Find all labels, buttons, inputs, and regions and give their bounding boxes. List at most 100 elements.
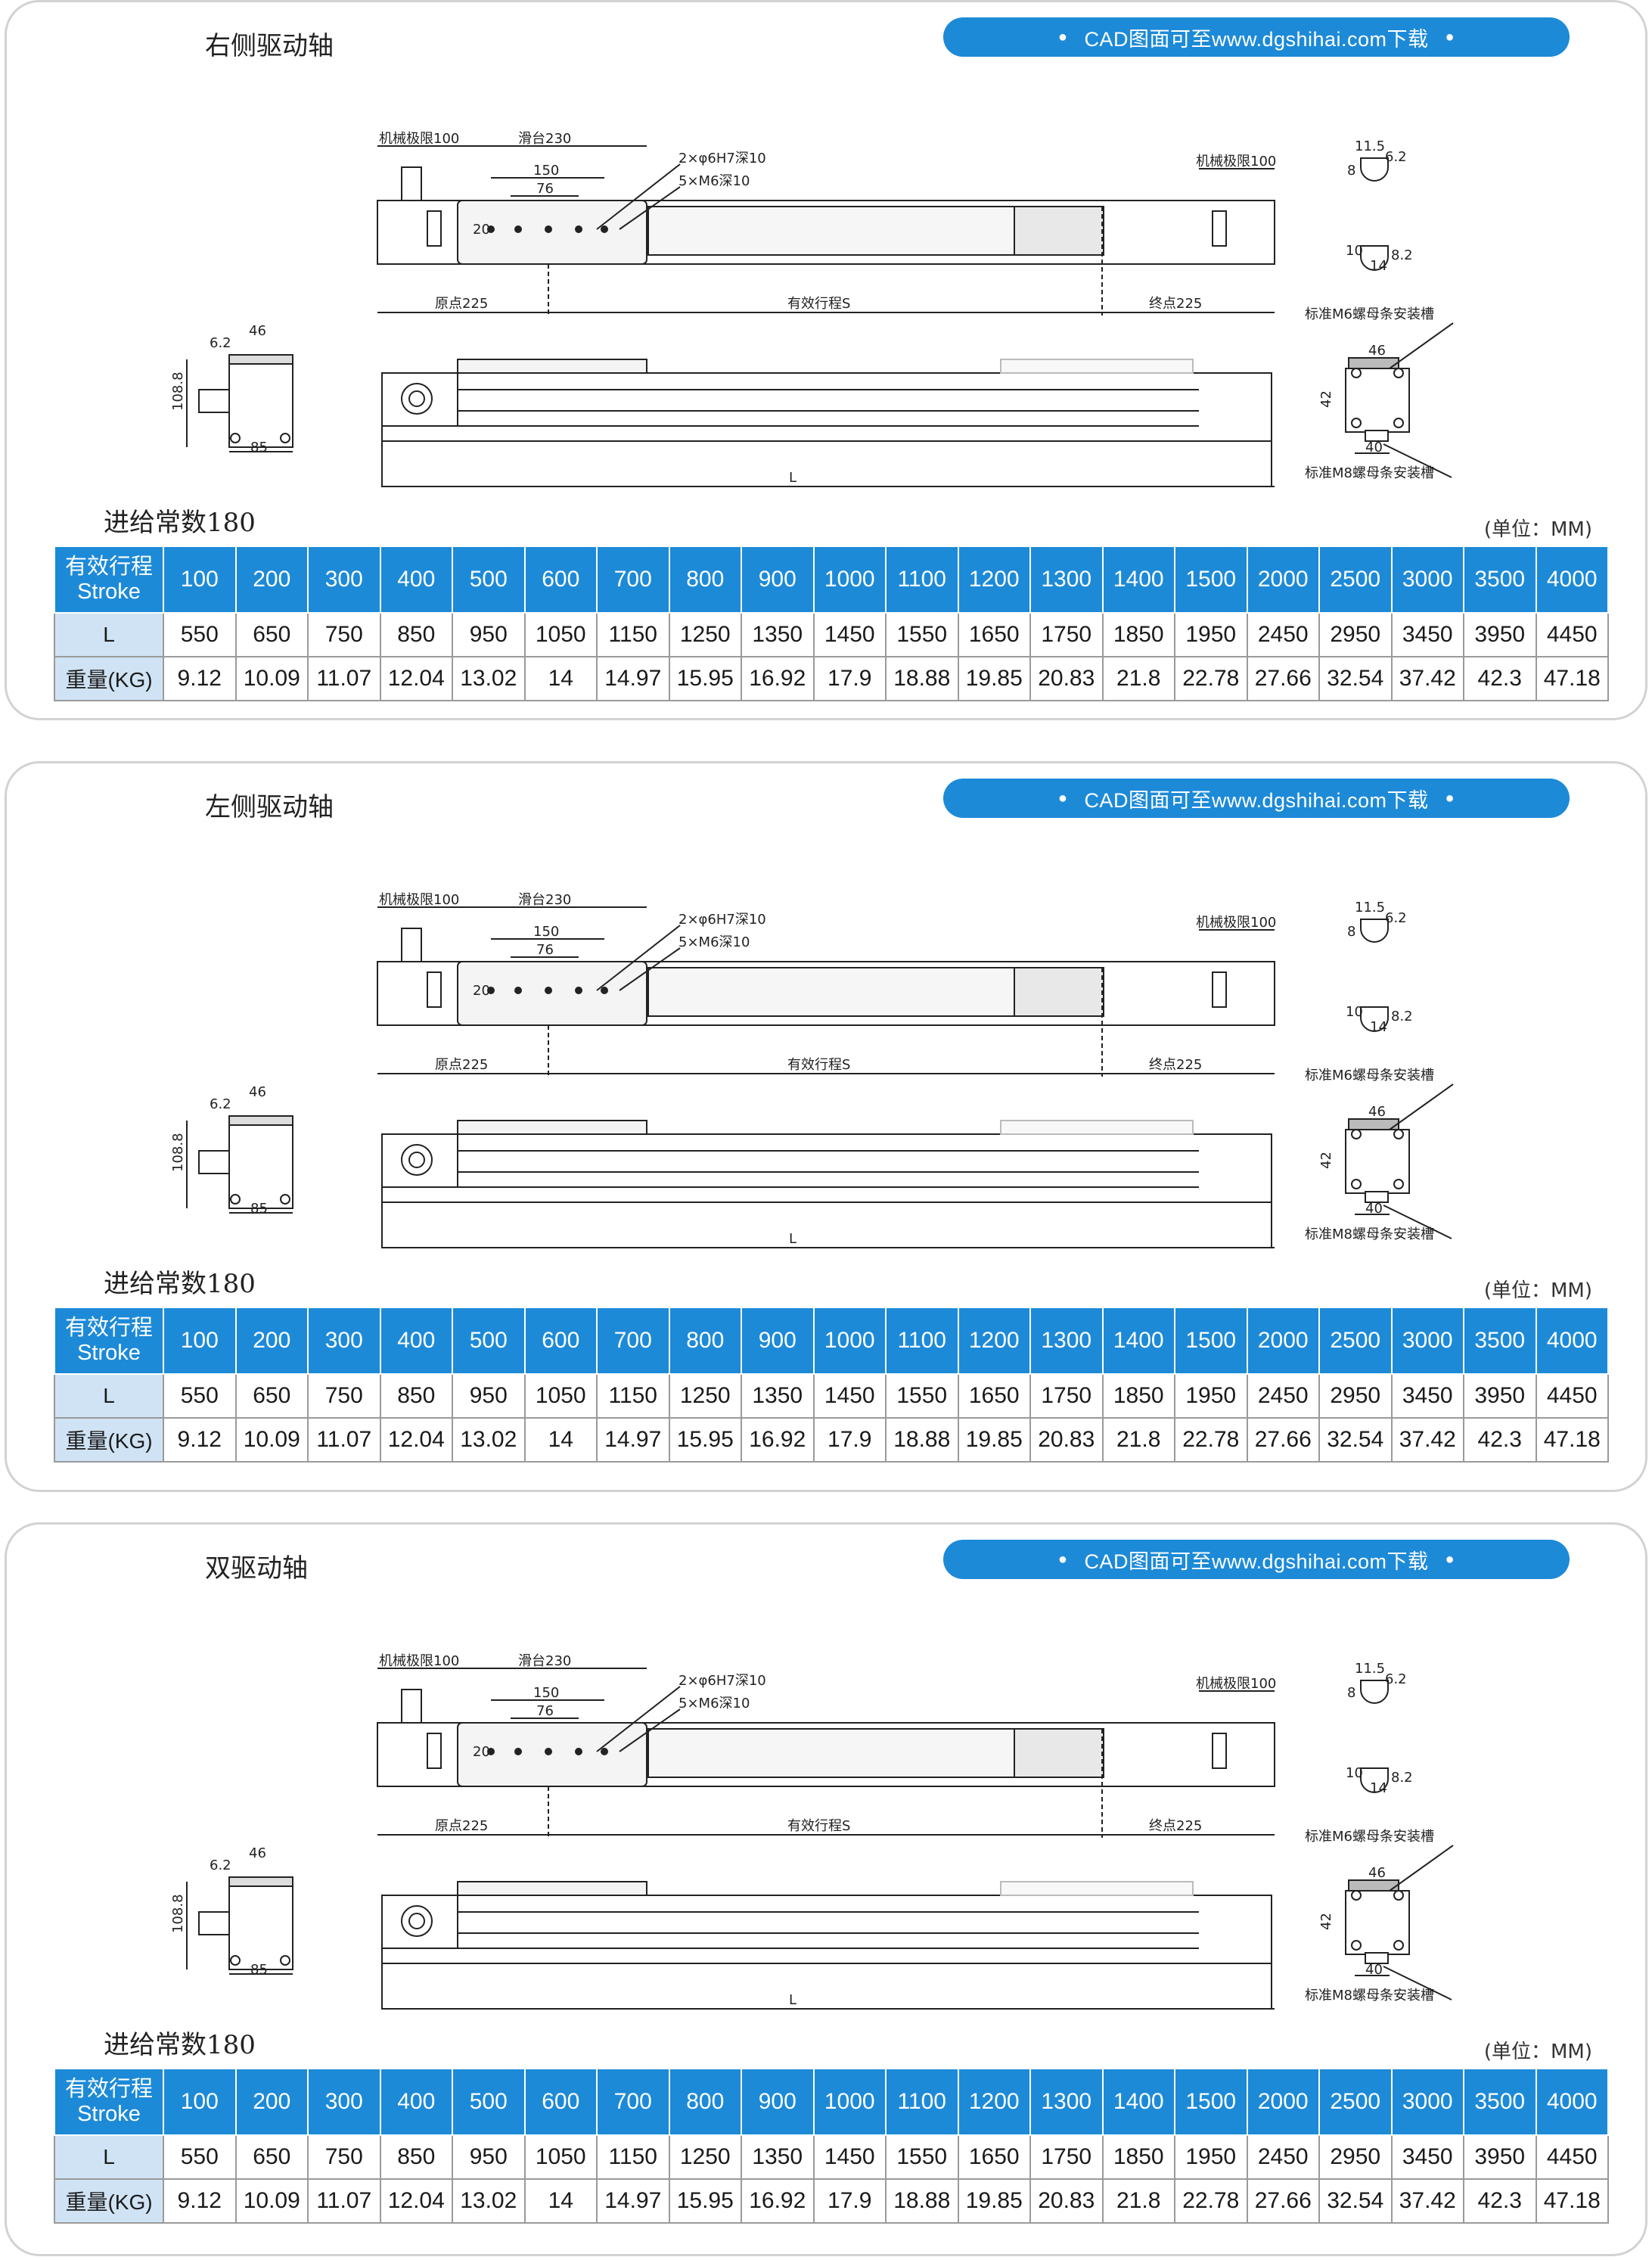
- drawing-label: 滑台230: [518, 1653, 571, 1669]
- stroke-header-cn: 有效行程: [64, 2076, 153, 2101]
- drawing-label: 14: [1370, 1780, 1387, 1796]
- drawing-label: 6.2: [1385, 910, 1407, 926]
- drawing-label: 108.8: [170, 1894, 186, 1933]
- drawing-label: L: [789, 1992, 796, 2008]
- stroke-cell: 300: [307, 2068, 381, 2136]
- stroke-cell: 200: [234, 1307, 309, 1375]
- weight-cell: 17.9: [812, 2178, 887, 2224]
- weight-cell: 32.54: [1318, 2178, 1393, 2224]
- drawing-label: L: [789, 470, 796, 486]
- drawing-label: 85: [250, 440, 268, 455]
- section-right-drive: 右侧驱动轴 ● CAD图面可至www.dgshihai.com下载 ●: [5, 0, 1647, 720]
- bullet-icon: ●: [1057, 789, 1068, 807]
- stroke-cell: 3500: [1463, 2068, 1537, 2136]
- stroke-cell: 400: [379, 546, 453, 614]
- stroke-cell: 1200: [957, 2068, 1031, 2136]
- weight-cell: 14: [523, 656, 598, 701]
- stroke-cell: 1100: [885, 2068, 959, 2136]
- stroke-cell: 100: [163, 546, 237, 614]
- drawing-label: 6.2: [210, 1096, 231, 1112]
- drawing-label: 标准M6螺母条安装槽: [1305, 1068, 1434, 1083]
- drawing-label: 8.2: [1391, 1770, 1413, 1786]
- drawing-label: 8: [1347, 1685, 1355, 1701]
- weight-cell: 22.78: [1174, 1417, 1248, 1463]
- weight-cell: 47.18: [1535, 656, 1609, 701]
- drawing-label: 机械极限100: [379, 1653, 459, 1669]
- drawing-label: 终点225: [1149, 296, 1202, 312]
- drawing-label: 滑台230: [518, 892, 571, 908]
- stroke-cell: 400: [379, 2068, 453, 2136]
- cad-download-text: CAD图面可至www.dgshihai.com下载: [1084, 1550, 1429, 1573]
- weight-cell: 10.09: [234, 1417, 309, 1463]
- drawing-label: 机械极限100: [1196, 1676, 1276, 1692]
- weight-cell: 32.54: [1318, 1417, 1393, 1463]
- weight-cell: 11.07: [307, 2178, 381, 2224]
- section-title: 左侧驱动轴: [205, 792, 334, 822]
- stroke-cell: 200: [234, 2068, 309, 2136]
- length-cell: 1150: [596, 2134, 670, 2180]
- length-cell: 1650: [957, 612, 1031, 657]
- drawing-label: 2×φ6H7深10: [678, 1673, 766, 1689]
- length-cell: 3950: [1463, 1373, 1537, 1419]
- length-cell: 950: [452, 1373, 526, 1419]
- length-cell: 650: [234, 2134, 309, 2180]
- stroke-header-en: Stroke: [77, 2102, 141, 2126]
- length-header: L: [54, 1373, 164, 1419]
- drawing-label: 原点225: [435, 296, 488, 312]
- weight-cell: 21.8: [1101, 656, 1175, 701]
- drawing-label: 14: [1370, 258, 1387, 274]
- weight-cell: 37.42: [1390, 2178, 1464, 2224]
- section-left-drive: 左侧驱动轴 ● CAD图面可至www.dgshihai.com下载 ●: [5, 761, 1647, 1492]
- technical-drawing: 机械极限100 滑台230 2×φ6H7深10 5×M6深10 150 76 2…: [170, 892, 1454, 1248]
- stroke-cell: 1300: [1029, 546, 1104, 614]
- technical-drawing: 机械极限100 滑台230 2×φ6H7深10 5×M6深10 150 76 2…: [170, 131, 1454, 487]
- drawing-label: 40: [1365, 1962, 1383, 1978]
- length-cell: 2450: [1246, 1373, 1320, 1419]
- weight-cell: 18.88: [885, 1417, 959, 1463]
- drawing-label: 5×M6深10: [678, 934, 750, 950]
- drawing-label: 原点225: [435, 1057, 488, 1073]
- length-cell: 1550: [885, 2134, 959, 2180]
- weight-cell: 14.97: [596, 656, 670, 701]
- weight-cell: 16.92: [741, 656, 815, 701]
- length-cell: 2450: [1246, 2134, 1320, 2180]
- stroke-cell: 3500: [1463, 1307, 1537, 1375]
- length-cell: 550: [163, 1373, 237, 1419]
- stroke-cell: 1400: [1101, 546, 1175, 614]
- drawing-label: 6.2: [210, 335, 231, 351]
- cad-download-link[interactable]: ● CAD图面可至www.dgshihai.com下载 ●: [943, 779, 1570, 818]
- drawing-label: 76: [536, 942, 554, 958]
- length-cell: 850: [379, 1373, 453, 1419]
- weight-cell: 9.12: [163, 1417, 237, 1463]
- stroke-cell: 1400: [1101, 2068, 1175, 2136]
- length-cell: 1350: [741, 2134, 815, 2180]
- drawing-label: 6.2: [1385, 1671, 1407, 1687]
- cad-download-link[interactable]: ● CAD图面可至www.dgshihai.com下载 ●: [943, 1540, 1570, 1579]
- length-cell: 550: [163, 612, 237, 657]
- cad-download-link[interactable]: ● CAD图面可至www.dgshihai.com下载 ●: [943, 17, 1570, 57]
- weight-cell: 15.95: [668, 2178, 742, 2224]
- stroke-cell: 500: [452, 2068, 526, 2136]
- weight-cell: 19.85: [957, 2178, 1031, 2224]
- length-cell: 1150: [596, 612, 670, 657]
- drawing-label: L: [789, 1231, 796, 1247]
- length-cell: 1750: [1029, 612, 1104, 657]
- stroke-header-cn: 有效行程: [64, 1315, 153, 1340]
- stroke-cell: 300: [307, 1307, 381, 1375]
- stroke-cell: 800: [668, 1307, 742, 1375]
- length-cell: 1450: [812, 612, 887, 657]
- stroke-cell: 500: [452, 1307, 526, 1375]
- stroke-cell: 1000: [812, 546, 887, 614]
- drawing-label: 2×φ6H7深10: [678, 151, 766, 166]
- feed-constant: 进给常数180: [104, 1269, 256, 1299]
- length-cell: 1050: [523, 1373, 598, 1419]
- weight-cell: 15.95: [668, 656, 742, 701]
- drawing-label: 40: [1365, 440, 1383, 455]
- drawing-label: 终点225: [1149, 1818, 1202, 1834]
- weight-cell: 18.88: [885, 656, 959, 701]
